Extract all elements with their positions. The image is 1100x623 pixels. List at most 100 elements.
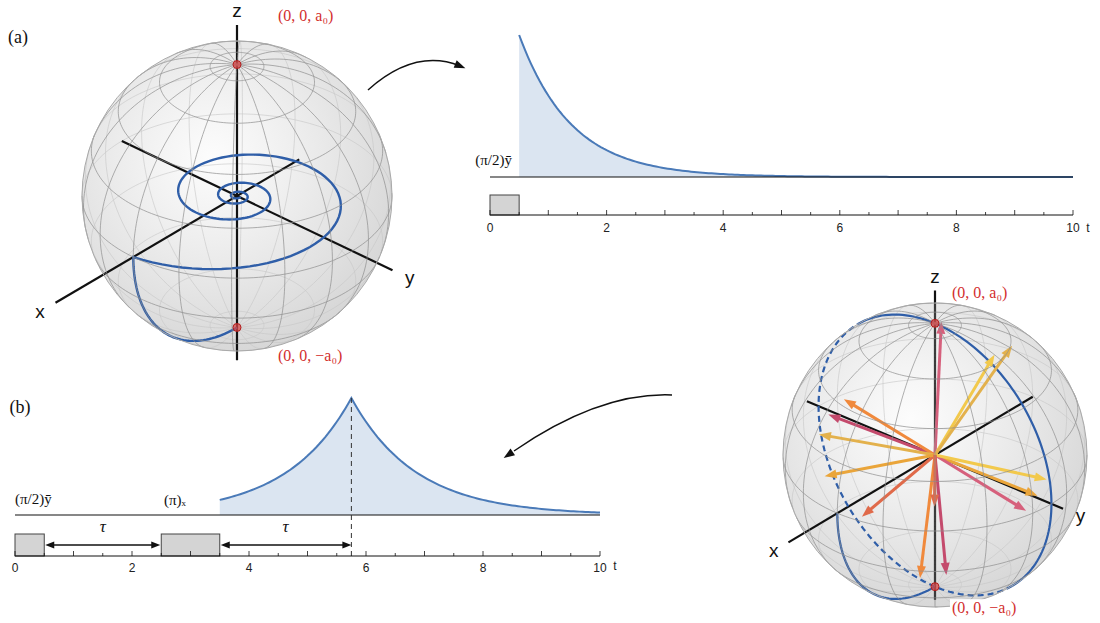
tick-label: 6 — [836, 222, 843, 235]
grid-line-front — [796, 517, 843, 554]
grid-line-front — [935, 531, 936, 607]
grid-line-front — [133, 51, 306, 257]
magnetization-spiral — [133, 155, 341, 341]
grid-line-back — [803, 341, 1035, 592]
grid-line-front — [803, 318, 1032, 571]
axis-tick — [1073, 210, 1074, 215]
grid-line-front — [140, 132, 383, 228]
axis-label: z — [232, 1, 242, 22]
spin-vector — [834, 455, 935, 474]
spin-vector — [870, 455, 935, 510]
pulse-label: (π/2)ȳ — [15, 491, 52, 508]
spin-vector-head — [862, 505, 874, 516]
signal-plot — [15, 398, 600, 556]
axis-tick — [190, 551, 191, 556]
grid-line-front — [232, 278, 234, 351]
axis-tick — [781, 210, 782, 215]
axis-tick — [664, 210, 665, 215]
pole-coordinate: (0, 0, −a₀) — [950, 599, 1018, 617]
tick-label: 4 — [720, 222, 727, 235]
grid-line-front — [785, 323, 1077, 509]
link-arrow-head — [454, 60, 466, 68]
pole-coordinate: (0, 0, a₀) — [950, 284, 1009, 302]
axis-tick — [1043, 212, 1044, 215]
echo-trajectory — [819, 324, 1012, 595]
tick-label: 8 — [480, 562, 487, 575]
spin-vector-head — [917, 566, 926, 578]
signal-fill — [220, 398, 600, 515]
axis-tick — [541, 551, 542, 556]
grid-line-front — [136, 58, 368, 240]
tick-label: 6 — [363, 562, 370, 575]
tick-label: 8 — [953, 222, 960, 235]
grid-line-front — [210, 43, 285, 274]
interval-arrow-head — [151, 542, 160, 549]
signal-plot — [490, 35, 1073, 215]
axis-tick — [635, 212, 636, 215]
spin-vector-head — [1034, 472, 1047, 481]
bloch-sphere — [55, 25, 392, 360]
signal-curve — [519, 35, 1073, 177]
pulse-box — [15, 534, 44, 556]
spin-vector-head — [1001, 346, 1012, 358]
axis-tick — [985, 212, 986, 215]
grid-line-front — [298, 261, 332, 339]
tick-label: 4 — [246, 562, 253, 575]
grid-line-front — [176, 49, 333, 260]
sphere-body — [783, 303, 1087, 607]
bloch-sphere — [783, 290, 1087, 607]
axis-label: x — [769, 541, 779, 562]
panel-label: (b) — [10, 398, 31, 418]
link-arrow — [368, 61, 460, 90]
axis-tick — [868, 212, 869, 215]
axis-tick — [927, 212, 928, 215]
axis-tick — [219, 553, 220, 556]
axis-tick — [395, 553, 396, 556]
axis-tick — [752, 212, 753, 215]
grid-line-front — [179, 272, 205, 347]
axis-label: y — [1076, 506, 1086, 527]
spin-vector-head — [941, 563, 950, 575]
spin-vector — [921, 455, 935, 568]
grid-line-front — [84, 64, 386, 239]
interval-arrow-head — [221, 542, 230, 549]
axis-tick — [161, 553, 162, 556]
axis-tick — [424, 551, 425, 556]
axis-tick — [512, 553, 513, 556]
grid-line-front — [837, 455, 1087, 531]
axis-tick — [15, 551, 16, 556]
grid-line-front — [338, 240, 369, 314]
baseline — [15, 514, 600, 515]
grid-line-front — [210, 52, 264, 81]
spin-vector — [935, 354, 1006, 455]
tick-label: 10 — [1066, 222, 1079, 235]
axis-tick — [44, 553, 45, 556]
sphere-outline — [82, 41, 392, 351]
pulse-box — [490, 195, 519, 215]
grid-line-front — [995, 513, 1033, 594]
grid-line-front — [93, 63, 389, 213]
axis-tick — [132, 551, 133, 556]
grid-line-front — [935, 303, 936, 531]
spin-vector — [829, 436, 935, 455]
echo-trajectory — [837, 513, 934, 599]
axis-tick — [490, 210, 491, 215]
pole-coordinate: (0, 0, −a₀) — [276, 347, 344, 365]
axis-tick — [336, 553, 337, 556]
echo-trajectory — [935, 323, 1051, 586]
grid-line-front — [179, 44, 270, 272]
echo-marker — [351, 398, 352, 556]
interval-arrow — [229, 544, 344, 545]
axis-tick — [956, 210, 957, 215]
grid-line-front — [819, 343, 861, 415]
grid-line-front — [96, 260, 140, 299]
spin-vector-head — [828, 415, 841, 423]
link-arrow — [514, 395, 672, 451]
grid-line-front — [834, 569, 860, 584]
spin-vector — [935, 332, 941, 455]
axis-tick — [898, 210, 899, 215]
tick-label: 0 — [12, 562, 19, 575]
axis-tick — [278, 553, 279, 556]
grid-line-front — [875, 311, 1033, 513]
